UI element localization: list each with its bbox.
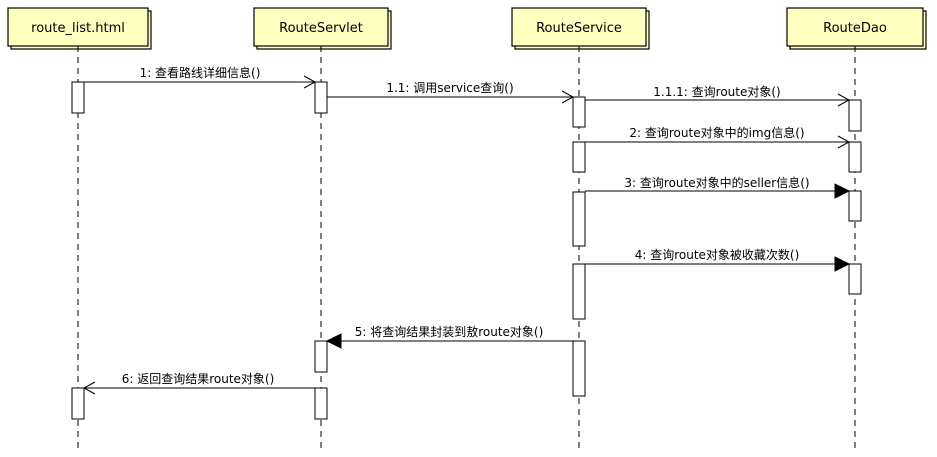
activation-bar xyxy=(71,81,85,114)
message-5[interactable]: 3: 查询route对象中的seller信息() xyxy=(585,175,851,199)
open-arrowhead-icon xyxy=(82,381,96,395)
message-label: 4: 查询route对象被收藏次数() xyxy=(635,247,800,262)
message-6[interactable]: 4: 查询route对象被收藏次数() xyxy=(585,247,851,272)
message-label: 6: 返回查询结果route对象() xyxy=(122,372,275,386)
open-arrowhead-icon xyxy=(561,90,575,104)
filled-arrowhead-icon xyxy=(325,333,342,349)
activation-bar xyxy=(848,141,862,173)
message-8[interactable]: 6: 返回查询结果route对象() xyxy=(82,372,315,395)
activation-bar xyxy=(572,340,586,397)
lifeline-RouteDao: RouteDao xyxy=(786,7,927,50)
message-7[interactable]: 5: 将查询结果封装到敖route对象() xyxy=(325,324,573,349)
activation-bar xyxy=(572,141,586,173)
message-3[interactable]: 1.1.1: 查询route对象() xyxy=(585,85,851,107)
activation-bar xyxy=(71,387,85,420)
activation-bar xyxy=(314,340,328,373)
participant-label: route_list.html xyxy=(31,21,125,36)
activation-bar xyxy=(848,190,862,222)
participant-box[interactable] xyxy=(511,7,647,47)
filled-arrowhead-icon xyxy=(834,256,851,272)
open-arrowhead-icon xyxy=(303,75,317,89)
message-2[interactable]: 1.1: 调用service查询() xyxy=(327,81,575,104)
participant-box[interactable] xyxy=(7,7,149,47)
lifeline-RouteService: RouteService xyxy=(511,7,650,50)
open-arrowhead-icon xyxy=(837,135,851,149)
participant-label: RouteDao xyxy=(823,21,887,36)
filled-arrowhead-icon xyxy=(834,183,851,199)
message-label: 5: 将查询结果封装到敖route对象() xyxy=(355,324,544,339)
activation-bar xyxy=(314,81,328,114)
message-label: 1.1.1: 查询route对象() xyxy=(653,85,780,99)
participant-label: RouteServlet xyxy=(279,21,363,36)
participant-box[interactable] xyxy=(253,7,389,47)
activation-bar xyxy=(848,263,862,295)
message-label: 2: 查询route对象中的img信息() xyxy=(629,125,804,140)
message-label: 3: 查询route对象中的seller信息() xyxy=(624,175,809,190)
activation-bar xyxy=(572,96,586,128)
activation-bar xyxy=(572,191,586,247)
activation-bar xyxy=(848,99,862,132)
message-1[interactable]: 1: 查看路线详细信息() xyxy=(84,65,317,89)
open-arrowhead-icon xyxy=(837,93,851,107)
message-label: 1.1: 调用service查询() xyxy=(386,81,513,95)
activation-bar xyxy=(572,263,586,320)
message-4[interactable]: 2: 查询route对象中的img信息() xyxy=(585,125,851,149)
message-label: 1: 查看路线详细信息() xyxy=(140,65,261,80)
activation-bar xyxy=(314,387,328,420)
participant-label: RouteService xyxy=(536,21,622,36)
lifeline-RouteServlet: RouteServlet xyxy=(253,7,392,50)
lifeline-route_list: route_list.html xyxy=(7,7,152,50)
